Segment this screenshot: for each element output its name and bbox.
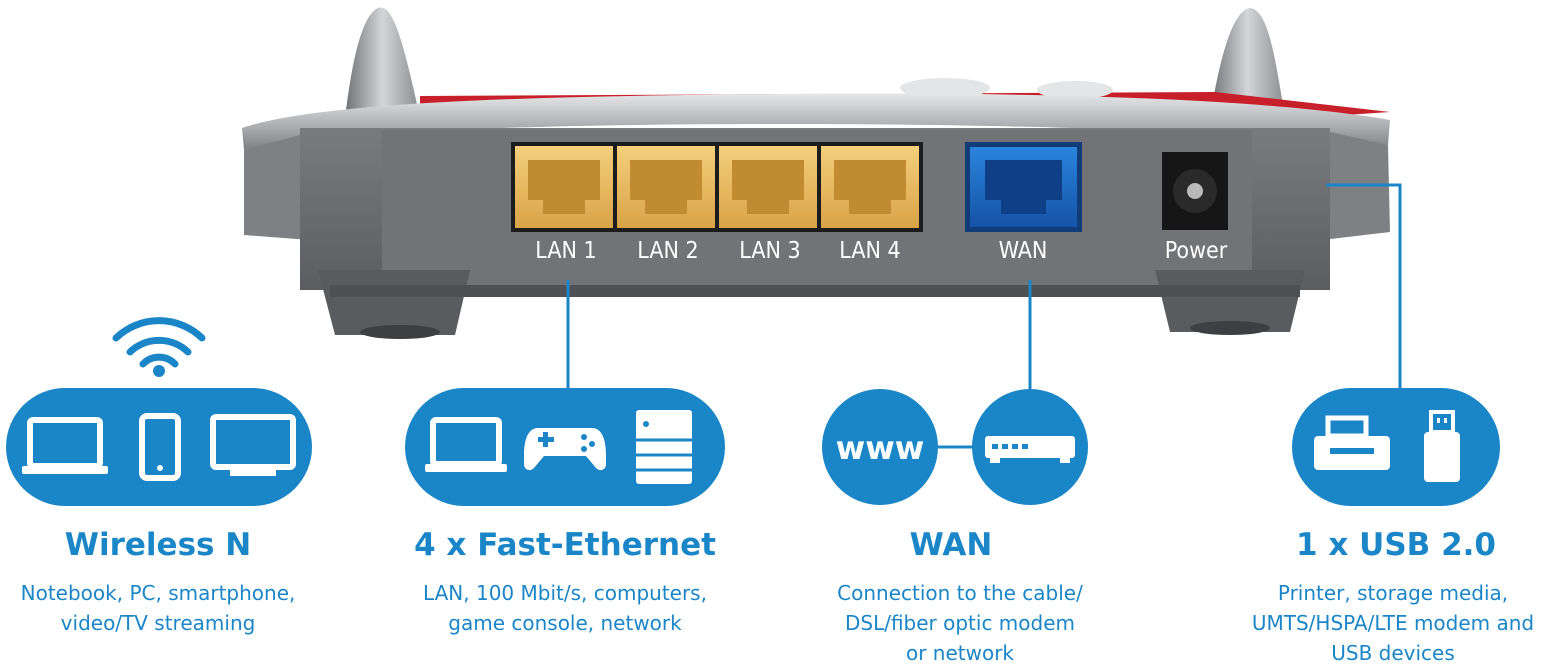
lan-port-2 (617, 146, 715, 228)
wan-port (965, 142, 1082, 232)
router-left-flap (244, 135, 310, 240)
usb-description-line: UMTS/HSPA/LTE modem and (1251, 611, 1535, 635)
lan-port-1 (515, 146, 613, 228)
router: LAN 1 LAN 2 LAN 3 LAN 4 WAN Power (242, 7, 1390, 339)
lan-4-label: LAN 4 (839, 238, 900, 264)
usb-stick-icon (1424, 410, 1460, 482)
ethernet-description-line: game console, network (448, 611, 682, 635)
server-icon (636, 410, 692, 484)
lan-1-label: LAN 1 (535, 238, 596, 264)
usb-description-line: Printer, storage media, (1277, 581, 1509, 605)
wan-description-line: or network (905, 641, 1015, 665)
right-foot-pad (1190, 321, 1270, 335)
connector-lines (566, 183, 1402, 449)
laptop-icon (22, 417, 108, 474)
wan-title: WAN (909, 527, 993, 563)
usb-title: 1 x USB 2.0 (1296, 527, 1496, 563)
printer-icon (1314, 415, 1390, 470)
right-antenna (1210, 8, 1285, 118)
lan-2-label: LAN 2 (637, 238, 698, 264)
www-icon-label: www (836, 429, 925, 467)
www-circle (822, 389, 938, 505)
left-foot-pad (360, 325, 440, 339)
wan-description-line: DSL/fiber optic modem (844, 611, 1076, 635)
smartphone-icon (139, 413, 181, 481)
top-button-right (1037, 81, 1113, 99)
power-jack (1162, 152, 1228, 230)
wifi-icon (112, 317, 206, 368)
wireless-description-line: Notebook, PC, smartphone, (20, 581, 296, 605)
usb-group (1292, 388, 1500, 506)
lan-3-label: LAN 3 (739, 238, 800, 264)
ethernet-description: LAN, 100 Mbit/s, computers, game console… (395, 578, 735, 638)
wan-description-line: Connection to the cable/ (837, 581, 1083, 605)
router-base (330, 285, 1300, 297)
router-lid (242, 93, 1390, 150)
usb-description: Printer, storage media, UMTS/HSPA/LTE mo… (1226, 578, 1560, 668)
lan-port-3 (719, 146, 817, 228)
usb-connector-line (1326, 183, 1402, 392)
lan-port-4 (821, 146, 919, 228)
gamepad-icon (524, 428, 606, 471)
wan-description: Connection to the cable/ DSL/fiber optic… (800, 578, 1120, 668)
power-label: Power (1165, 238, 1228, 264)
ethernet-description-line: LAN, 100 Mbit/s, computers, (423, 581, 707, 605)
wireless-devices-pill (6, 388, 312, 506)
monitor-icon (210, 414, 296, 476)
wifi-icon-dot (153, 365, 165, 377)
wan-port-label: WAN (999, 238, 1048, 264)
wireless-description: Notebook, PC, smartphone, video/TV strea… (0, 578, 316, 638)
wan-group: www (822, 389, 1088, 505)
ethernet-group (405, 388, 725, 506)
laptop-icon (425, 417, 507, 472)
top-button-left (900, 78, 990, 98)
ethernet-title: 4 x Fast-Ethernet (414, 527, 716, 563)
usb-description-line: USB devices (1331, 641, 1455, 665)
left-antenna (345, 7, 420, 118)
modem-icon (985, 436, 1075, 463)
wireless-title: Wireless N (64, 527, 252, 563)
wireless-description-line: video/TV streaming (60, 611, 256, 635)
wireless-group (6, 317, 312, 506)
